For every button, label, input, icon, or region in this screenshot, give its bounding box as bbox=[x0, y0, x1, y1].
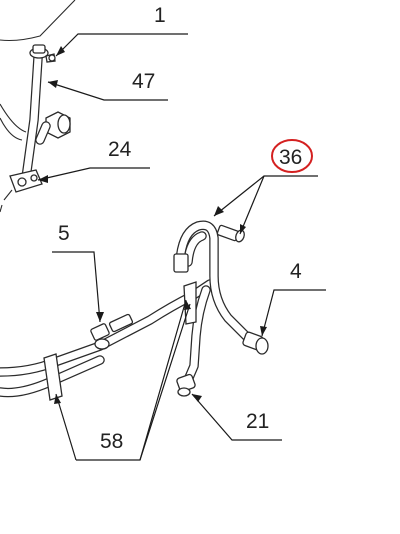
tube-connector-5 bbox=[90, 313, 134, 350]
callout-47: 47 bbox=[132, 70, 155, 93]
callout-36: 36 bbox=[279, 146, 302, 169]
side-elbow-fitting bbox=[35, 111, 71, 145]
frame-body bbox=[0, 0, 76, 141]
callout-24: 24 bbox=[108, 138, 132, 161]
callout-58: 58 bbox=[100, 430, 123, 453]
vertical-tube-47 bbox=[21, 44, 56, 183]
clamp-24 bbox=[0, 169, 43, 213]
leader-lines bbox=[37, 33, 326, 461]
arrowheads bbox=[38, 46, 267, 404]
highlight-circle-36 bbox=[271, 139, 313, 173]
fitting-4 bbox=[242, 331, 269, 355]
callout-1: 1 bbox=[154, 4, 166, 27]
callout-5: 5 bbox=[58, 222, 70, 245]
callout-4: 4 bbox=[290, 260, 302, 283]
hose-21 bbox=[176, 285, 211, 397]
hose-36 bbox=[173, 220, 253, 343]
callout-21: 21 bbox=[246, 410, 269, 433]
clips-58 bbox=[43, 281, 197, 401]
